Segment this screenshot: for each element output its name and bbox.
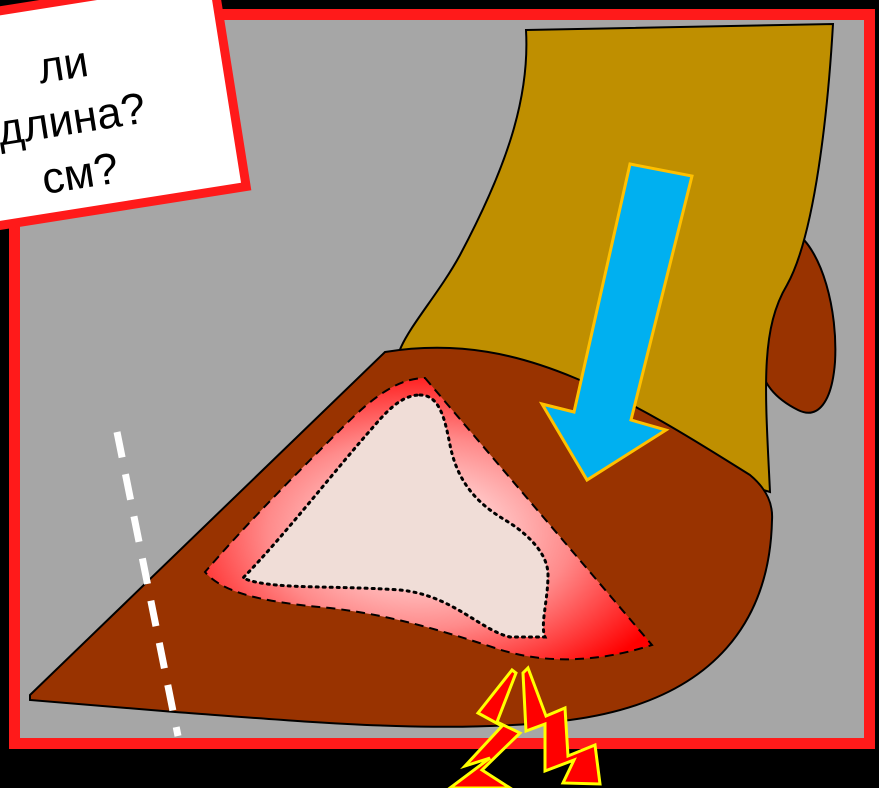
callout-line-1: ли xyxy=(34,37,91,93)
